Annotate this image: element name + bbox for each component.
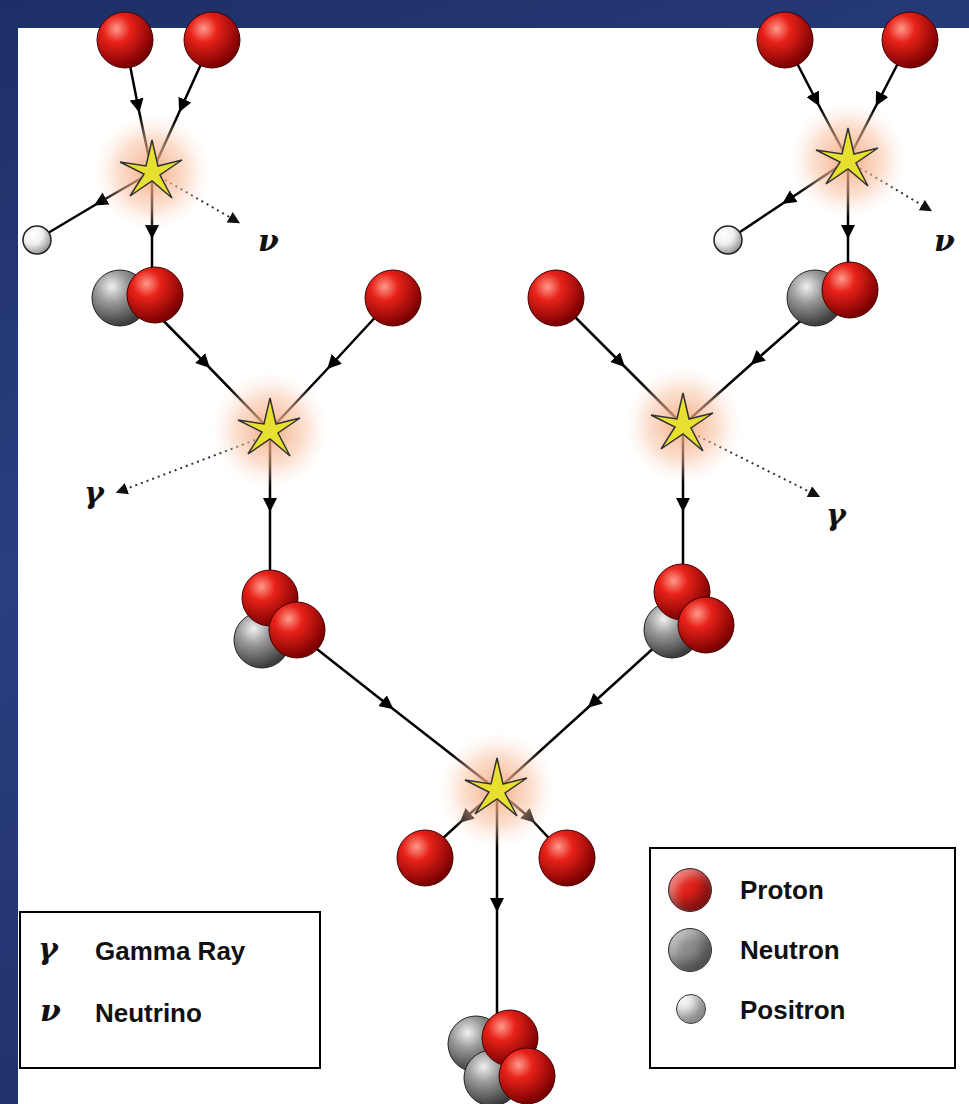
gamma-symbol: γ xyxy=(826,500,846,530)
legend-text: Proton xyxy=(740,877,824,903)
neutrino-symbol: ν xyxy=(934,226,955,256)
legend-text: Positron xyxy=(740,997,845,1023)
gamma-symbol: γ xyxy=(84,478,104,508)
neutrino-symbol: ν xyxy=(258,226,279,256)
legend-symbol: γ xyxy=(38,934,58,964)
legend-swatch xyxy=(668,928,712,972)
legend-text: Neutrino xyxy=(95,1000,202,1026)
legend-symbol: ν xyxy=(40,996,61,1026)
legend-swatch xyxy=(668,868,712,912)
legend-swatch xyxy=(676,994,706,1024)
legend-text: Gamma Ray xyxy=(95,938,245,964)
legend-text: Neutron xyxy=(740,937,840,963)
